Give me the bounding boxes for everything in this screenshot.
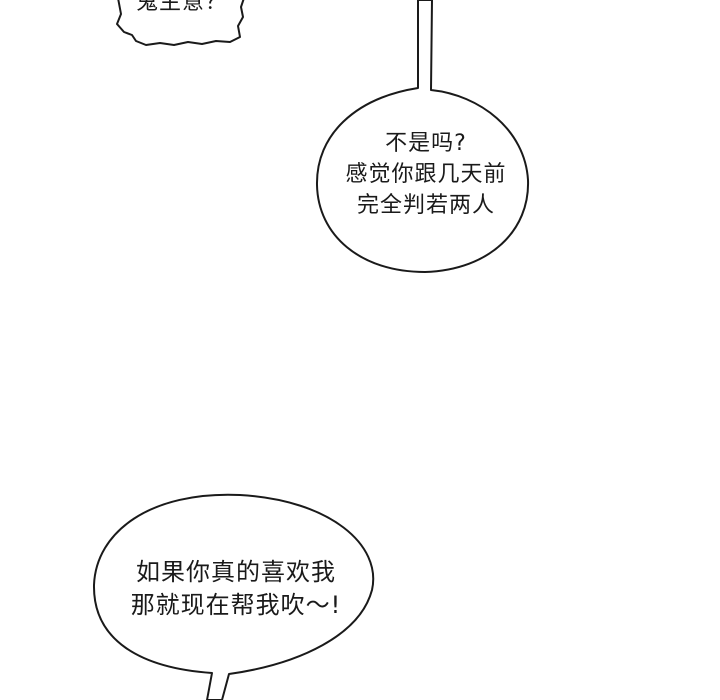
speech-box-text-top: 鬼主意？ bbox=[118, 0, 246, 18]
speech-bubble-oval-right bbox=[315, 0, 530, 273]
speech-line: 不是吗? bbox=[385, 131, 467, 156]
jagged-speech-box bbox=[116, 0, 245, 46]
speech-line: 鬼主意？ bbox=[135, 0, 228, 15]
speech-line: 感觉你跟几天前 bbox=[345, 162, 507, 187]
speech-bubble-oval-left bbox=[92, 493, 375, 700]
speech-bubble-text-middle: 不是吗? 感觉你跟几天前 完全判若两人 bbox=[318, 128, 534, 221]
speech-bubble-text-bottom: 如果你真的喜欢我 那就现在帮我吹～! bbox=[96, 556, 376, 622]
speech-line: 如果你真的喜欢我 bbox=[136, 558, 336, 586]
speech-line: 完全判若两人 bbox=[356, 193, 495, 218]
speech-line: 那就现在帮我吹～! bbox=[130, 591, 342, 619]
